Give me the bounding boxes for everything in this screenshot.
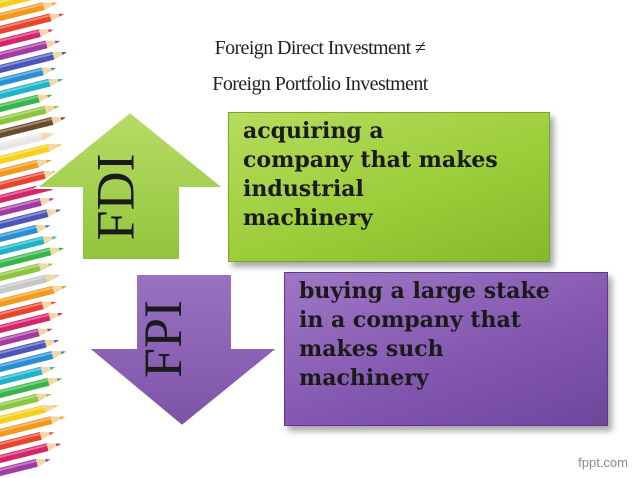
pencil: [0, 416, 66, 439]
pencil: [0, 29, 54, 49]
pencil: [0, 40, 61, 62]
pencil: [0, 159, 52, 179]
pencil: [0, 458, 51, 478]
pencil: [0, 351, 66, 374]
pencil: [0, 378, 63, 400]
pencil: [0, 224, 51, 244]
pencil: [0, 301, 57, 322]
pencil: [0, 312, 64, 335]
fppt-watermark: fppt.com: [578, 455, 628, 470]
pencil: [0, 78, 64, 101]
pencil: [0, 328, 53, 348]
fpi-description-box: buying a large stake in a company that m…: [284, 272, 608, 426]
title-line-2: Foreign Portfolio Investment: [212, 73, 428, 95]
pencil: [0, 2, 58, 23]
fpi-description-line: machinery: [299, 365, 429, 391]
pencil: [0, 209, 62, 231]
fpi-down-arrow: [86, 273, 280, 428]
pencil: [0, 105, 60, 127]
pencil: [0, 431, 55, 452]
pencil: [0, 443, 62, 465]
pencil: [0, 339, 60, 361]
pencil: [0, 247, 65, 270]
fdi-label: FDI: [85, 153, 146, 241]
slide-title: Foreign Direct Investment ≠ Foreign Port…: [150, 30, 490, 102]
pencil: [0, 393, 52, 413]
pencil: [0, 132, 56, 153]
pencil: [0, 404, 59, 426]
fdi-description-line: company that makes: [243, 147, 498, 173]
pencil: [0, 67, 57, 88]
fdi-description-box: acquiring a company that makes industria…: [228, 112, 550, 262]
pencil: [0, 51, 67, 75]
fdi-up-arrow: [34, 110, 227, 261]
fdi-description-line: acquiring a: [243, 118, 384, 144]
pencil: [0, 236, 58, 257]
fpi-label: FPI: [133, 299, 194, 379]
fdi-description-line: industrial: [243, 176, 364, 202]
colored-pencils-decoration: [0, 0, 67, 478]
title-line-1: Foreign Direct Investment ≠: [214, 37, 426, 59]
fpi-description-line: makes such: [299, 336, 444, 362]
pencil: [0, 274, 61, 296]
pencil: [0, 197, 55, 218]
pencil: [0, 285, 67, 309]
pencil: [0, 263, 54, 283]
fdi-description-line: machinery: [243, 205, 373, 231]
pencil: [0, 0, 38, 10]
fpi-description-line: buying a large stake: [299, 278, 550, 304]
pencil: [0, 366, 56, 387]
pencil: [0, 94, 53, 114]
fpi-description-line: in a company that: [299, 307, 521, 333]
pencil: [0, 144, 63, 166]
pencil: [0, 13, 65, 36]
pencil: [0, 117, 66, 140]
